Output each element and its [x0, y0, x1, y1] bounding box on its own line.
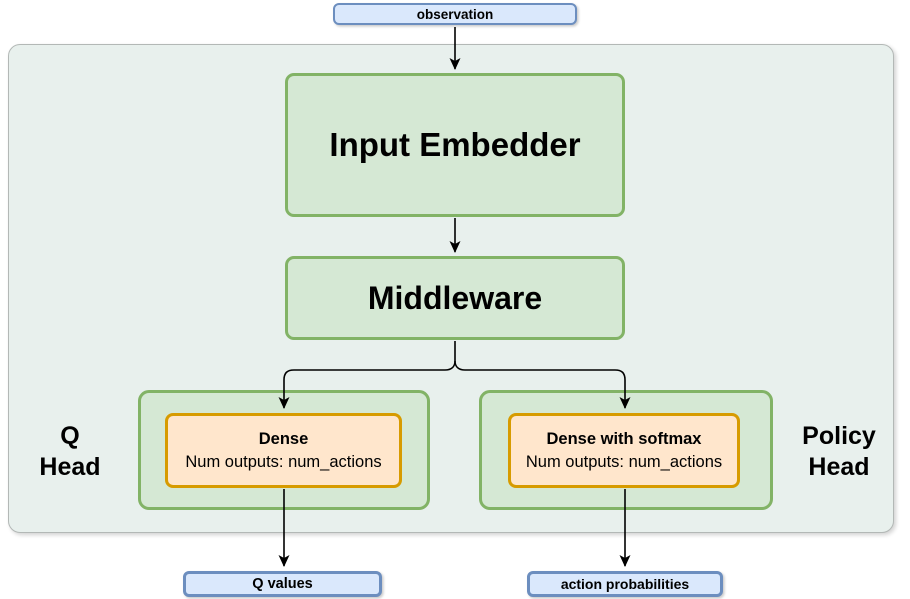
- policy-dense-subtitle: Num outputs: num_actions: [525, 453, 723, 471]
- policy-head-label: Policy Head: [783, 421, 895, 484]
- policy-head-label-line2: Head: [808, 453, 870, 482]
- q-dense-subtitle: Num outputs: num_actions: [185, 453, 382, 471]
- node-action-probabilities: action probabilities: [527, 571, 723, 597]
- policy-dense-box: Dense with softmax Num outputs: num_acti…: [508, 413, 740, 488]
- q-head-label-line1: Q: [60, 422, 80, 450]
- node-observation: observation: [333, 3, 577, 25]
- q-dense-box: Dense Num outputs: num_actions: [165, 413, 402, 488]
- node-q-values: Q values: [183, 571, 382, 597]
- q-head-label: Q Head: [15, 421, 125, 484]
- node-input-embedder: Input Embedder: [285, 73, 625, 217]
- policy-dense-title: Dense with softmax: [546, 429, 702, 448]
- q-dense-title: Dense: [258, 429, 309, 448]
- policy-head-label-line1: Policy: [802, 422, 876, 450]
- q-head-label-line2: Head: [39, 453, 101, 482]
- node-middleware: Middleware: [285, 256, 625, 340]
